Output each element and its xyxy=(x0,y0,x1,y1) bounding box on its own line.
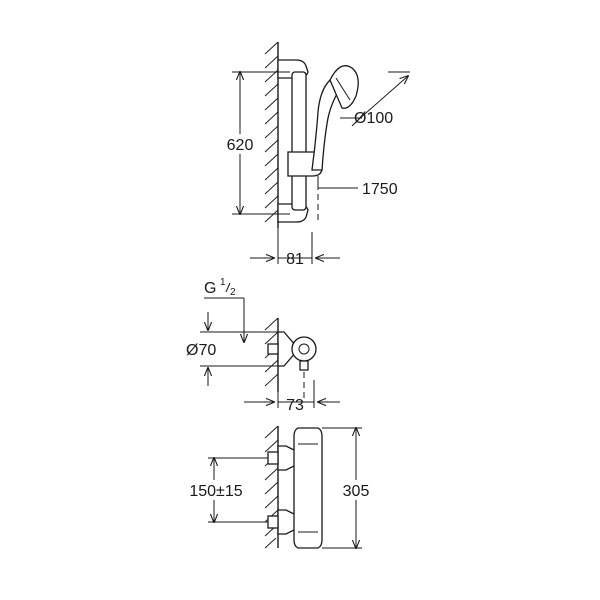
mixer-outlet xyxy=(299,360,309,371)
wall-hatching-bottom xyxy=(264,425,279,549)
rail-bar xyxy=(291,71,307,211)
handshower-diameter-label: Ø100 xyxy=(354,110,393,127)
wall-hatching-top xyxy=(264,41,279,223)
length-label: 305 xyxy=(343,483,370,500)
thread-label: G xyxy=(204,280,216,297)
mixer-body-front xyxy=(293,427,323,549)
shower-rail-view: 620 Ø100 1750 81 xyxy=(218,41,410,268)
projection-label: 73 xyxy=(286,397,304,414)
hand-shower-head xyxy=(329,65,359,109)
thread-fraction-denominator: 2 xyxy=(230,287,236,298)
thread-fraction-numerator: 1 xyxy=(220,277,226,288)
escutcheon-diameter-label: Ø70 xyxy=(186,342,216,359)
wall-distance-label: 81 xyxy=(286,251,304,268)
mixer-side-view: G 1 2 Ø70 73 xyxy=(186,277,340,414)
centres-label: 150±15 xyxy=(189,483,242,500)
mixer-body-side xyxy=(291,336,317,362)
mixer-front-view: 150±15 305 xyxy=(180,425,376,549)
handshower-diameter-leader xyxy=(357,76,408,121)
height-label: 620 xyxy=(227,137,254,154)
hose-length-label: 1750 xyxy=(362,181,398,198)
